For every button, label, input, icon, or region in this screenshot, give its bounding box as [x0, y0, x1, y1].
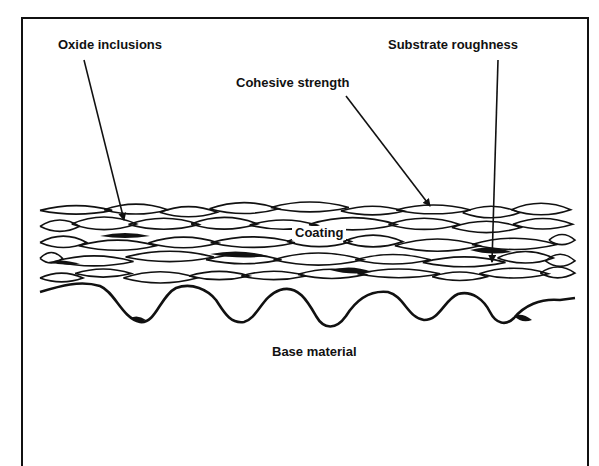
frame — [22, 18, 588, 466]
splat — [396, 205, 471, 214]
splat — [40, 206, 112, 215]
oxide-inclusions — [48, 233, 532, 322]
splat — [452, 221, 521, 232]
splat — [540, 267, 575, 278]
splat — [104, 204, 168, 214]
splat — [545, 254, 575, 266]
splat — [75, 269, 131, 277]
splat — [549, 234, 575, 244]
splat — [189, 271, 249, 279]
splat — [273, 253, 363, 265]
splat — [209, 203, 278, 214]
leader-arrows — [84, 60, 498, 262]
cohesive-label: Cohesive strength — [236, 76, 349, 90]
base-label: Base material — [272, 345, 357, 359]
splat — [423, 257, 506, 267]
splat — [79, 240, 157, 250]
splat — [341, 206, 404, 215]
splat — [271, 202, 349, 212]
splat — [479, 268, 548, 278]
splat — [497, 252, 553, 264]
splat — [72, 217, 137, 230]
cohesive-leader — [346, 96, 430, 206]
roughness-label: Substrate roughness — [388, 38, 518, 52]
splat — [40, 220, 80, 231]
splat — [388, 218, 459, 229]
splat — [241, 271, 306, 279]
coating-label: Coating — [292, 226, 346, 240]
splat — [123, 272, 197, 283]
splat — [160, 207, 218, 217]
oxide-leader — [84, 60, 124, 220]
splat — [148, 237, 218, 248]
splat — [129, 218, 200, 229]
splat — [343, 235, 403, 247]
splat — [126, 251, 214, 261]
splat — [211, 237, 295, 248]
roughness-leader — [492, 60, 498, 262]
oxide-label: Oxide inclusions — [58, 38, 162, 52]
splat — [432, 272, 487, 280]
coating-splats — [40, 202, 575, 283]
splat — [355, 255, 431, 264]
substrate-surface — [40, 284, 575, 327]
splat — [511, 203, 570, 215]
splat — [357, 269, 440, 278]
splat — [463, 206, 520, 218]
splat — [395, 239, 480, 251]
splat — [191, 217, 258, 229]
splat — [513, 218, 573, 229]
